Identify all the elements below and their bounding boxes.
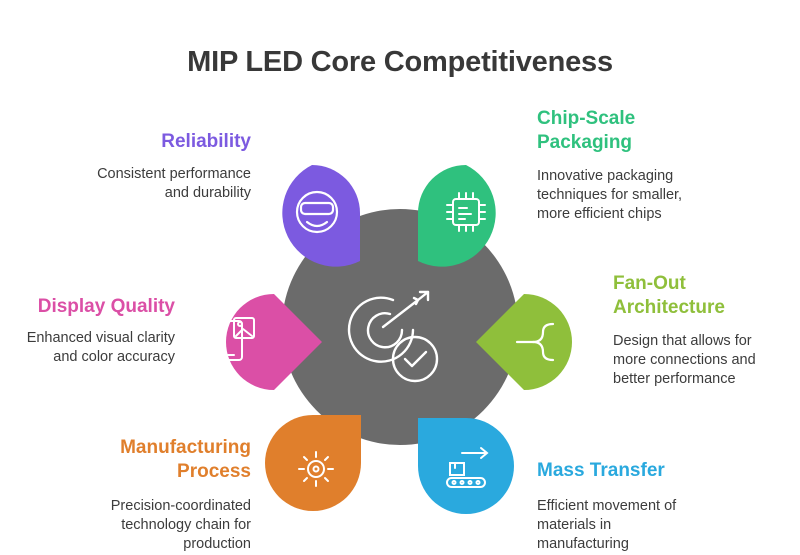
- desc-line: Design that allows for: [613, 333, 752, 349]
- title-line: Process: [177, 461, 251, 482]
- sun-gear-icon: [298, 451, 334, 487]
- desc-line: Precision-coordinated: [110, 498, 251, 514]
- chip-icon: [446, 192, 486, 232]
- mass-title: Mass Transfer: [537, 460, 665, 481]
- conveyor-icon: [446, 447, 489, 488]
- title-line: Packaging: [537, 132, 633, 153]
- title-line: Chip-Scale: [537, 108, 636, 129]
- fork-icon: [515, 322, 555, 362]
- mass-petal: [418, 418, 514, 514]
- desc-line: more efficient chips: [537, 206, 662, 222]
- target-check-icon: [347, 290, 439, 383]
- desc-line: more connections and: [613, 352, 756, 368]
- title-line: Fan-Out: [613, 273, 686, 294]
- desc-line: and color accuracy: [53, 349, 175, 365]
- vr-goggles-icon: [295, 190, 339, 234]
- phone-image-icon: [219, 317, 255, 361]
- page-title: MIP LED Core Competitiveness: [187, 46, 613, 78]
- display-desc: Enhanced visual clarity and color accura…: [27, 329, 175, 367]
- chip-desc: Innovative packaging techniques for smal…: [537, 167, 682, 224]
- desc-line: materials in: [537, 517, 612, 533]
- desc-line: production: [183, 536, 251, 552]
- desc-line: Efficient movement of: [537, 498, 677, 514]
- fanout-desc: Design that allows for more connections …: [613, 332, 756, 389]
- desc-line: technology chain for: [121, 517, 251, 533]
- desc-line: techniques for smaller,: [537, 187, 683, 203]
- fanout-title: Fan-Out Architecture: [613, 272, 725, 320]
- reliability-petal: [282, 165, 360, 267]
- reliability-title: Reliability: [161, 131, 251, 152]
- title-line: Architecture: [613, 297, 725, 318]
- reliability-desc: Consistent performance and durability: [97, 165, 251, 203]
- desc-line: manufacturing: [537, 536, 629, 552]
- manufacturing-title: Manufacturing Process: [120, 436, 251, 484]
- desc-line: Innovative packaging: [537, 168, 674, 184]
- display-title: Display Quality: [37, 296, 175, 317]
- hub-circle: [282, 209, 518, 445]
- desc-line: Consistent performance: [97, 166, 251, 182]
- mass-desc: Efficient movement of materials in manuf…: [537, 497, 676, 554]
- chip-petal: [418, 165, 496, 267]
- desc-line: Enhanced visual clarity: [26, 330, 175, 346]
- manufacturing-petal: [265, 415, 361, 511]
- manufacturing-desc: Precision-coordinated technology chain f…: [111, 497, 251, 554]
- desc-line: better performance: [613, 371, 736, 387]
- desc-line: and durability: [164, 185, 251, 201]
- title-line: Manufacturing: [120, 437, 251, 458]
- chip-title: Chip-Scale Packaging: [537, 107, 635, 155]
